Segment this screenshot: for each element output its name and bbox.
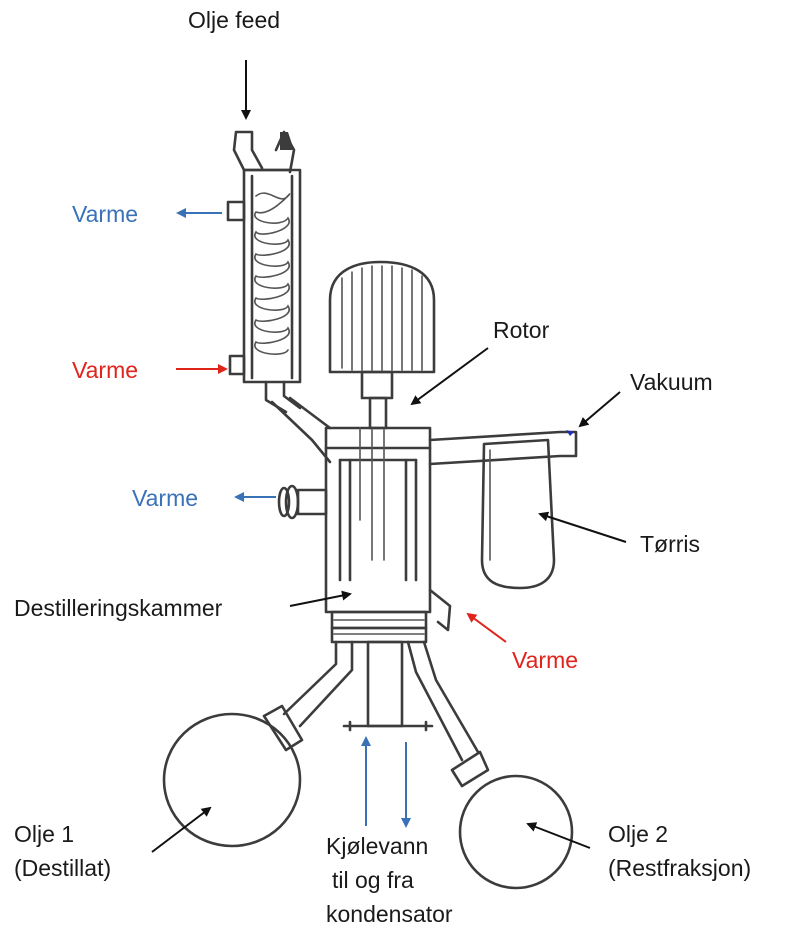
label-vakuum: Vakuum (630, 368, 713, 396)
distillate-arm (264, 642, 352, 750)
residue-flask (460, 776, 572, 888)
chamber-arrow (290, 594, 350, 606)
olje2-arrow (528, 824, 590, 848)
label-olje2-sub: (Restfraksjon) (608, 854, 751, 882)
label-varme-mid: Varme (72, 356, 138, 384)
label-torris: Tørris (640, 530, 700, 558)
label-olje-feed: Olje feed (188, 6, 280, 34)
label-kjolevann-2: til og fra (332, 866, 414, 894)
label-kjolevann-3: kondensator (326, 900, 453, 928)
condenser-column (228, 170, 330, 462)
vacuum-arrow (580, 392, 620, 426)
heating-outlet-port (279, 486, 326, 518)
label-rotor: Rotor (493, 316, 549, 344)
residue-arm (408, 642, 488, 786)
label-kjolevann: Kjølevann (326, 832, 428, 860)
label-destilleringskammer: Destilleringskammer (14, 594, 222, 622)
condenser-ports (344, 642, 432, 730)
label-olje2: Olje 2 (608, 820, 668, 848)
motor-housing (330, 262, 434, 428)
feed-inlet (234, 132, 294, 172)
olje1-arrow (152, 808, 210, 852)
rotor-arrow (412, 348, 488, 404)
label-varme-bottom: Varme (512, 646, 578, 674)
label-varme-left: Varme (132, 484, 198, 512)
heat-in-bottom-arrow (468, 614, 506, 642)
distillation-chamber (326, 428, 450, 642)
vacuum-arm (430, 430, 576, 464)
label-olje1: Olje 1 (14, 820, 74, 848)
label-varme-top: Varme (72, 200, 138, 228)
label-olje1-sub: (Destillat) (14, 854, 111, 882)
